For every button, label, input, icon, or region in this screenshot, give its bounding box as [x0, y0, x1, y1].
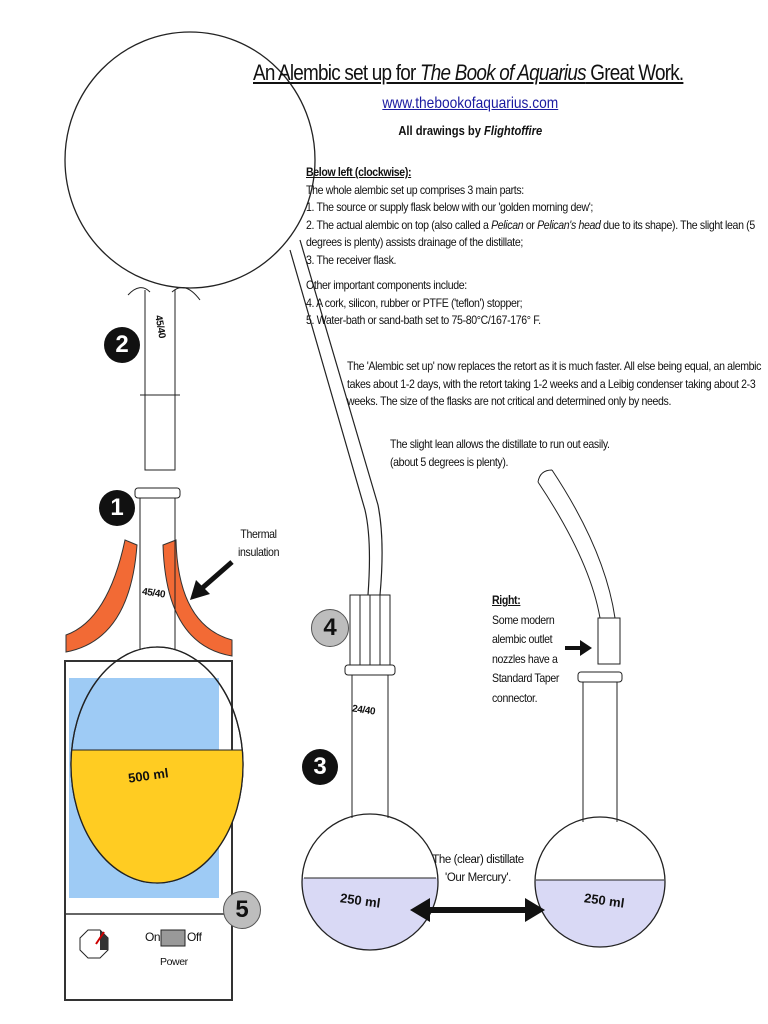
credit: All drawings by Flightoffire	[398, 123, 543, 138]
right-note: Right: Some modern alembic outlet nozzle…	[492, 591, 559, 708]
intro-line: 1. The source or supply flask below with…	[306, 200, 594, 214]
comparison-line: The 'Alembic set up' now replaces the re…	[347, 359, 762, 373]
outlet-nozzle	[537, 469, 616, 619]
right-heading: Right:	[492, 593, 521, 607]
thermal-insulation-right	[162, 539, 233, 657]
badge-1: 1	[99, 490, 135, 526]
badge-2: 2	[104, 327, 140, 363]
thermal-arrow	[198, 560, 234, 592]
distillate-line: The (clear) distillate	[432, 854, 524, 866]
receiver-distillate	[302, 878, 438, 950]
pelican-bulb	[64, 31, 316, 289]
badge-4: 4	[311, 609, 349, 647]
intro-heading: Below left (clockwise):	[306, 165, 412, 179]
intro-text: Below left (clockwise): The whole alembi…	[306, 164, 755, 330]
badge-5: 5	[223, 891, 261, 929]
other-line: 4. A cork, silicon, rubber or PTFE ('tef…	[306, 295, 523, 310]
power-label: Power	[160, 956, 188, 968]
right-line: alembic outlet	[492, 632, 553, 646]
intro-line: The whole alembic set up comprises 3 mai…	[306, 182, 524, 197]
right-line: nozzles have a	[492, 651, 558, 666]
intro-line: degrees is plenty) assists drainage of t…	[306, 235, 523, 249]
badge-3: 3	[302, 749, 338, 785]
comparison-line: takes about 1-2 days, with the retort ta…	[347, 376, 756, 391]
thermal-line: insulation	[238, 544, 280, 559]
power-switch[interactable]	[160, 929, 186, 947]
other-line: 5. Water-bath or sand-bath set to 75-80°…	[306, 313, 541, 327]
intro-line: 3. The receiver flask.	[306, 252, 397, 267]
lean-line: The slight lean allows the distillate to…	[390, 437, 610, 451]
outlet-tube	[289, 239, 383, 596]
comparison-text: The 'Alembic set up' now replaces the re…	[347, 358, 761, 411]
thermal-label: Thermal insulation	[238, 526, 279, 561]
distillate-line: 'Our Mercury'.	[445, 871, 511, 884]
on-label: On	[145, 930, 161, 944]
lean-line: (about 5 degrees is plenty).	[390, 454, 509, 469]
comparison-line: weeks. The size of the flasks are not cr…	[347, 394, 672, 408]
distillate-label: The (clear) distillate 'Our Mercury'.	[418, 852, 538, 887]
lean-note: The slight lean allows the distillate to…	[390, 436, 610, 471]
right-line: connector.	[492, 690, 538, 705]
website-link[interactable]: www.thebookofaquarius.com	[382, 95, 559, 112]
joint-label: 45/40	[141, 586, 166, 601]
intro-line: 2. The actual alembic on top (also calle…	[306, 217, 755, 232]
thermal-insulation-left	[65, 539, 138, 653]
off-label: Off	[187, 930, 202, 944]
right-line: Some modern	[492, 612, 555, 627]
joint-label: 45/40	[152, 314, 168, 340]
thermal-line: Thermal	[240, 527, 277, 541]
page-title: An Alembic set up for The Book of Aquari…	[253, 60, 684, 85]
other-heading: Other important components include:	[306, 278, 467, 292]
joint-label: 24/40	[351, 703, 376, 718]
right-line: Standard Taper	[492, 671, 560, 685]
